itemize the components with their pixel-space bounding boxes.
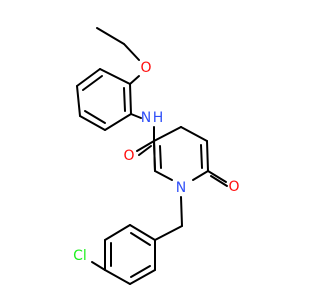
bonds: [76, 27, 228, 285]
bond: [159, 145, 162, 169]
bond: [180, 196, 183, 227]
bond: [104, 224, 131, 241]
bond: [206, 140, 209, 172]
atom-label-ether-oxygen: O: [140, 60, 151, 76]
bond: [154, 170, 173, 181]
bond: [153, 126, 182, 142]
atom-labels: O N H O N O Cl: [73, 60, 239, 264]
bond: [153, 140, 156, 172]
bond: [79, 115, 106, 131]
bond: [76, 68, 101, 87]
bond: [82, 75, 103, 91]
bond: [96, 27, 125, 45]
atom-label-amide-hydrogen: H: [153, 110, 164, 126]
bond: [207, 170, 227, 183]
atom-label-amide-oxygen: O: [123, 148, 134, 164]
bond: [129, 269, 156, 285]
bond: [200, 144, 203, 169]
bond: [180, 126, 208, 142]
atom-label-amide-nitrogen: N: [141, 110, 151, 126]
bond: [136, 140, 155, 152]
bond: [192, 170, 209, 181]
bond: [129, 75, 140, 85]
bond: [154, 225, 183, 241]
atom-label-ring-nitrogen: N: [176, 180, 186, 196]
molecule-diagram: O N H O N O Cl: [73, 27, 240, 285]
bond: [104, 269, 131, 285]
bond: [76, 85, 81, 117]
bond: [99, 68, 131, 85]
bond: [130, 113, 142, 119]
bond: [104, 113, 132, 131]
bond: [138, 145, 152, 156]
bond: [91, 261, 106, 271]
bond: [84, 110, 106, 124]
atom-label-chlorine: Cl: [73, 248, 87, 264]
bond: [123, 87, 126, 112]
bond: [129, 224, 156, 241]
bond: [130, 265, 151, 278]
bond: [129, 83, 132, 115]
bond: [210, 175, 228, 187]
bond: [130, 232, 151, 246]
atom-label-ring-oxygen: O: [228, 179, 239, 195]
bond: [123, 43, 140, 61]
